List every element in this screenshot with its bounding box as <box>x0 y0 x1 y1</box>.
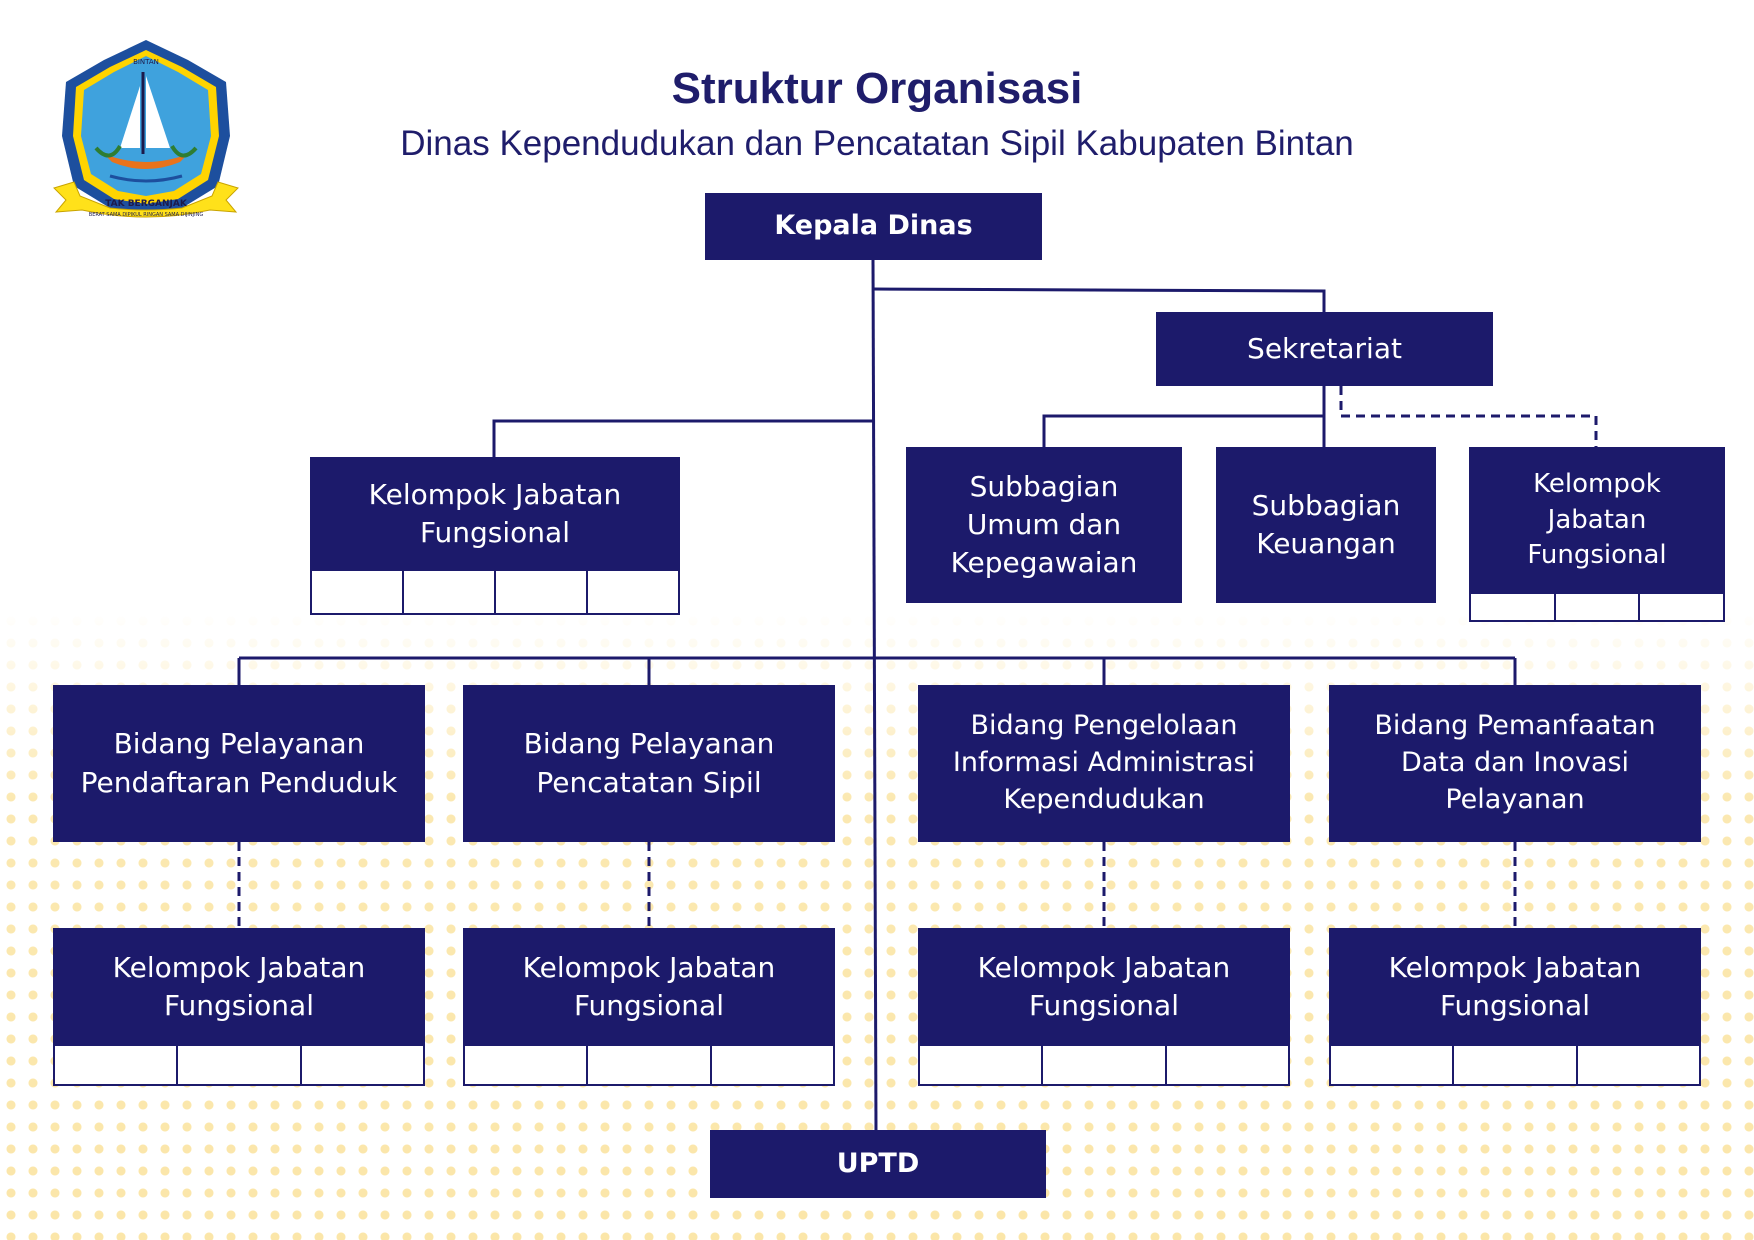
empty-cell <box>1640 594 1723 620</box>
node-kjf-bidang-3: Kelompok Jabatan Fungsional <box>918 928 1290 1046</box>
spine-line <box>871 259 878 1134</box>
empty-cell <box>1454 1046 1578 1084</box>
text-line: Data dan Inovasi <box>1400 747 1630 779</box>
text-line: Bidang Pengelolaan <box>970 710 1238 742</box>
kabupaten-bintan-logo: BINTAN TAK BERGANJAK BERAT SAMA DIPIKUL … <box>53 40 239 218</box>
node-bidang-pemanfaatan-data: Bidang Pemanfaatan Data dan Inovasi Pela… <box>1329 685 1701 842</box>
empty-cell <box>404 571 496 613</box>
empty-cell <box>1471 594 1556 620</box>
text-line: Fungsional <box>1028 989 1179 1022</box>
text-line: Kelompok Jabatan <box>977 950 1231 984</box>
empty-cell <box>920 1046 1044 1084</box>
empty-cell <box>588 571 678 613</box>
text-line: Fungsional <box>163 989 314 1022</box>
text-line: Bidang Pemanfaatan <box>1374 710 1656 742</box>
text-line: Kepegawaian <box>950 546 1138 580</box>
line-to-sekretariat <box>872 287 1326 312</box>
empty-cell <box>1556 594 1641 620</box>
kjf-bidang-4-cells <box>1329 1046 1701 1086</box>
text-line: Bidang Pelayanan <box>113 727 365 761</box>
empty-cell <box>1167 1046 1288 1084</box>
text-line: Kelompok <box>1533 469 1661 500</box>
node-kjf-bidang-1: Kelompok Jabatan Fungsional <box>53 928 425 1046</box>
kjf-bidang-3-cells <box>918 1046 1290 1086</box>
text-line: Kelompok Jabatan <box>522 950 776 984</box>
node-uptd-label: UPTD <box>836 1147 920 1179</box>
node-kjf-sekretariat: Kelompok Jabatan Fungsional <box>1469 447 1725 594</box>
empty-cell <box>465 1046 589 1084</box>
node-kepala-dinas: Kepala Dinas <box>705 193 1042 260</box>
page-title: Struktur Organisasi <box>671 64 1083 113</box>
logo-motto: TAK BERGANJAK <box>105 199 188 209</box>
empty-cell <box>312 571 404 613</box>
text-line: Informasi Administrasi <box>952 747 1256 779</box>
text-line: Subbagian <box>1251 488 1401 522</box>
node-bidang-pendaftaran-penduduk: Bidang Pelayanan Pendaftaran Penduduk <box>53 685 425 842</box>
node-uptd: UPTD <box>710 1130 1046 1198</box>
text-line: Umum dan <box>966 507 1122 541</box>
node-kjf-bidang-4: Kelompok Jabatan Fungsional <box>1329 928 1701 1046</box>
text-line: Fungsional <box>419 516 570 549</box>
text-line: Jabatan <box>1547 504 1647 535</box>
node-kjf-bidang-2: Kelompok Jabatan Fungsional <box>463 928 835 1046</box>
empty-cell <box>712 1046 833 1084</box>
text-line: Kelompok Jabatan <box>368 477 622 511</box>
text-line: Fungsional <box>573 989 724 1022</box>
empty-cell <box>55 1046 179 1084</box>
text-line: Subbagian <box>969 469 1119 503</box>
text-line: Fungsional <box>1439 989 1590 1022</box>
empty-cell <box>178 1046 302 1084</box>
text-line: Pelayanan <box>1445 783 1585 815</box>
node-sekretariat: Sekretariat <box>1156 312 1493 386</box>
node-sekretariat-label: Sekretariat <box>1247 331 1402 365</box>
empty-cell <box>302 1046 423 1084</box>
kjf-bidang-2-cells <box>463 1046 835 1086</box>
text-line: Bidang Pelayanan <box>523 727 775 761</box>
kjf-bidang-1-cells <box>53 1046 425 1086</box>
text-line: Keuangan <box>1256 527 1396 560</box>
node-subbagian-umum-kepegawaian: Subbagian Umum dan Kepegawaian <box>906 447 1182 603</box>
empty-cell <box>1043 1046 1167 1084</box>
text-line: Kelompok Jabatan <box>112 950 366 984</box>
node-bidang-pencatatan-sipil: Bidang Pelayanan Pencatatan Sipil <box>463 685 835 842</box>
node-kjf-top-left: Kelompok Jabatan Fungsional <box>310 457 680 571</box>
logo-top-text: BINTAN <box>133 58 159 66</box>
line-to-sub-umum <box>1042 414 1324 447</box>
node-kepala-dinas-label: Kepala Dinas <box>774 210 973 242</box>
text-line: Kependudukan <box>1003 783 1205 815</box>
text-line: Pendaftaran Penduduk <box>80 765 398 799</box>
empty-cell <box>1578 1046 1699 1084</box>
kjf-top-left-cells <box>310 571 680 615</box>
empty-cell <box>1331 1046 1455 1084</box>
text-line: Kelompok Jabatan <box>1388 950 1642 984</box>
node-bidang-pengelolaan-informasi: Bidang Pengelolaan Informasi Administras… <box>918 685 1290 842</box>
empty-cell <box>496 571 588 613</box>
kjf-sekretariat-cells <box>1469 594 1725 622</box>
dashed-line-to-kjf-sekretariat <box>1339 386 1598 447</box>
empty-cell <box>588 1046 712 1084</box>
text-line: Fungsional <box>1527 540 1667 571</box>
page-subtitle: Dinas Kependudukan dan Pencatatan Sipil … <box>400 124 1354 163</box>
line-to-kjf-top-left <box>492 419 873 457</box>
node-subbagian-keuangan: Subbagian Keuangan <box>1216 447 1436 603</box>
text-line: Pencatatan Sipil <box>536 765 762 799</box>
logo-motto-sub: BERAT SAMA DIPIKUL RINGAN SAMA DIJINJING <box>89 212 204 218</box>
